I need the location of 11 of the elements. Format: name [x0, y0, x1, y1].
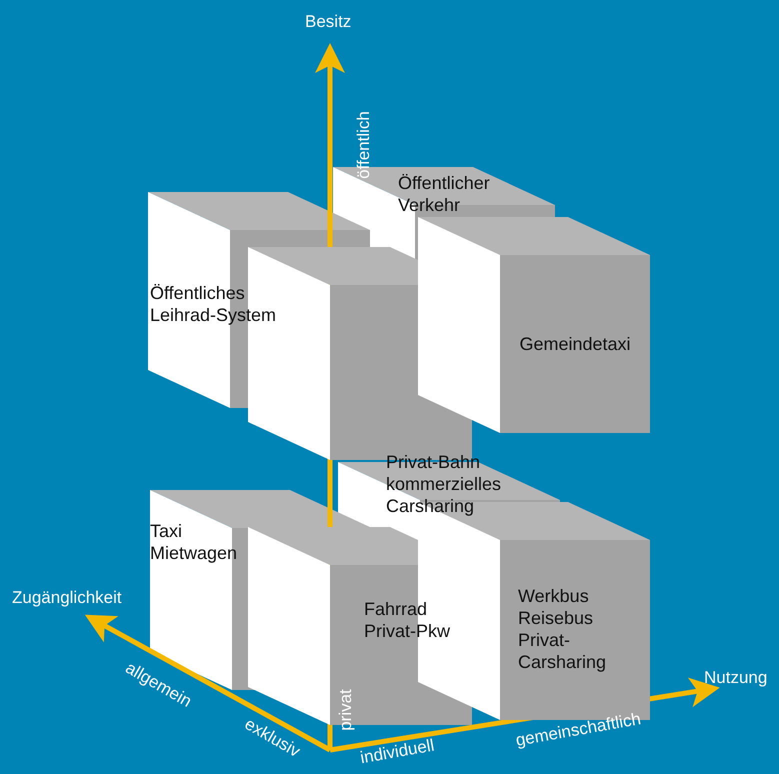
cube-label: Gemeindetaxi — [518, 333, 632, 355]
axis-label: individuell — [358, 736, 436, 768]
axis-title: Zugänglichkeit — [12, 588, 122, 608]
axis-title: Besitz — [305, 12, 352, 32]
cube-label: Taxi Mietwagen — [150, 520, 238, 564]
cube-label: Öffentlicher Verkehr — [398, 172, 491, 216]
cube-label: Werkbus Reisebus Privat-Carsharing — [518, 585, 608, 673]
cube-label: Öffentliches Leihrad-System — [150, 282, 278, 326]
axis-title: Nutzung — [704, 668, 768, 688]
axis-label: privat — [336, 689, 356, 731]
axis-label: öffentlich — [354, 111, 374, 179]
